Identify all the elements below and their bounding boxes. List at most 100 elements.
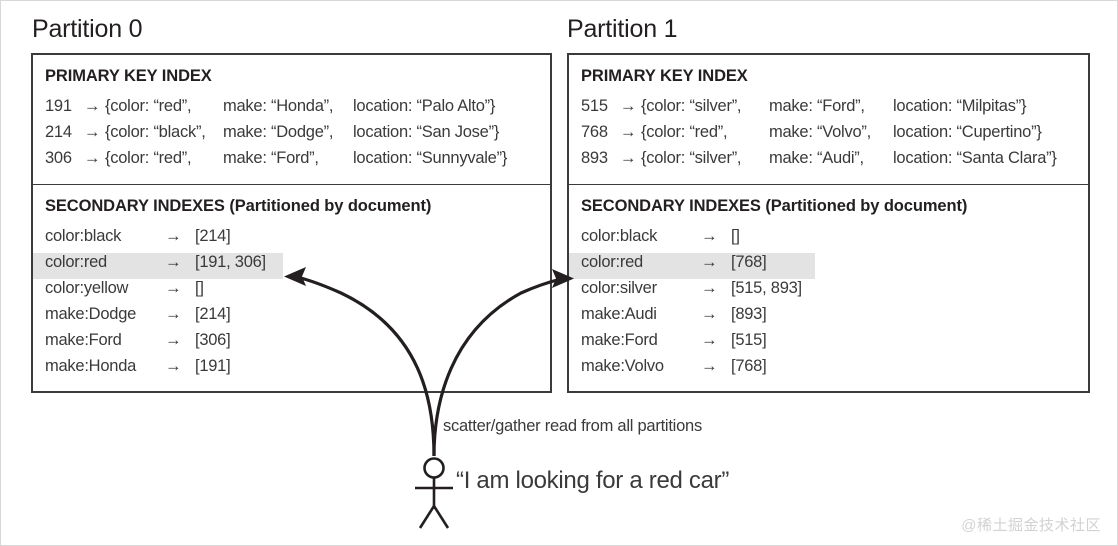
arrow-icon: → [701, 253, 718, 271]
secondary-index-heading: SECONDARY INDEXES (Partitioned by docume… [581, 197, 968, 215]
list-item-highlighted: color:red → [191, 306] [33, 253, 283, 279]
partition-0-secondary-index: SECONDARY INDEXES (Partitioned by docume… [33, 185, 550, 391]
pk-location-field: location: “San Jose”} [353, 123, 500, 141]
stick-figure-leg-left [418, 505, 436, 529]
arrow-icon: → [701, 357, 718, 375]
pk-key: 515 [581, 97, 608, 115]
partition-0-title: Partition 0 [32, 15, 143, 43]
arrow-icon: → [701, 331, 718, 349]
posting-list: [214] [195, 227, 231, 245]
secondary-index-rows: color:black → [214] color:red → [191, 30… [33, 227, 550, 383]
pk-color-field: {color: “red”, [641, 123, 728, 141]
index-term: color:black [45, 227, 122, 245]
posting-list: [515] [731, 331, 767, 349]
posting-list: [515, 893] [731, 279, 802, 297]
arrow-icon: → [701, 305, 718, 323]
index-term: make:Honda [45, 357, 137, 375]
list-item: color:yellow → [] [33, 279, 283, 305]
partition-1-title: Partition 1 [567, 15, 678, 43]
index-term: make:Dodge [45, 305, 137, 323]
index-term: make:Ford [581, 331, 658, 349]
partition-1-primary-index: PRIMARY KEY INDEX 515 → {color: “silver”… [569, 55, 1088, 185]
partition-0-box: PRIMARY KEY INDEX 191 → {color: “red”, m… [31, 53, 552, 393]
arrow-icon: → [165, 305, 182, 323]
arrow-icon: → [83, 123, 101, 141]
pk-key: 893 [581, 149, 608, 167]
arrow-icon: → [619, 123, 637, 141]
table-row: 214 → {color: “black”, make: “Dodge”, lo… [45, 123, 507, 149]
table-row: 893 → {color: “silver”, make: “Audi”, lo… [581, 149, 1057, 175]
arrow-icon: → [165, 357, 182, 375]
pk-color-field: {color: “silver”, [641, 97, 742, 115]
pk-make-field: make: “Ford”, [223, 149, 319, 167]
primary-index-heading: PRIMARY KEY INDEX [45, 67, 212, 85]
posting-list: [191, 306] [195, 253, 266, 271]
list-item-highlighted: color:red → [768] [569, 253, 815, 279]
posting-list: [191] [195, 357, 231, 375]
pk-make-field: make: “Honda”, [223, 97, 334, 115]
index-term: make:Audi [581, 305, 657, 323]
arrow-icon: → [619, 149, 637, 167]
partition-1-box: PRIMARY KEY INDEX 515 → {color: “silver”… [567, 53, 1090, 393]
posting-list: [] [195, 279, 204, 297]
pk-location-field: location: “Sunnyvale”} [353, 149, 508, 167]
arrow-icon: → [165, 279, 182, 297]
pk-make-field: make: “Audi”, [769, 149, 864, 167]
posting-list: [893] [731, 305, 767, 323]
list-item: make:Ford → [306] [33, 331, 283, 357]
arrow-icon: → [165, 331, 182, 349]
list-item: color:black → [] [569, 227, 815, 253]
watermark: @稀土掘金技术社区 [961, 517, 1101, 534]
posting-list: [214] [195, 305, 231, 323]
primary-index-rows: 515 → {color: “silver”, make: “Ford”, lo… [581, 97, 1057, 175]
pk-make-field: make: “Volvo”, [769, 123, 871, 141]
pk-make-field: make: “Dodge”, [223, 123, 334, 141]
partition-1-secondary-index: SECONDARY INDEXES (Partitioned by docume… [569, 185, 1088, 391]
arrow-icon: → [83, 149, 101, 167]
index-term: make:Ford [45, 331, 122, 349]
pk-key: 306 [45, 149, 72, 167]
index-term: color:silver [581, 279, 657, 297]
list-item: make:Ford → [515] [569, 331, 815, 357]
table-row: 515 → {color: “silver”, make: “Ford”, lo… [581, 97, 1057, 123]
secondary-index-rows: color:black → [] color:red → [768] color… [569, 227, 1088, 383]
index-term: make:Volvo [581, 357, 664, 375]
index-term: color:red [45, 253, 107, 271]
arrow-icon: → [165, 253, 182, 271]
list-item: make:Dodge → [214] [33, 305, 283, 331]
posting-list: [306] [195, 331, 231, 349]
table-row: 191 → {color: “red”, make: “Honda”, loca… [45, 97, 507, 123]
pk-location-field: location: “Palo Alto”} [353, 97, 496, 115]
table-row: 768 → {color: “red”, make: “Volvo”, loca… [581, 123, 1057, 149]
list-item: make:Audi → [893] [569, 305, 815, 331]
pk-key: 191 [45, 97, 72, 115]
arrow-icon: → [619, 97, 637, 115]
arrow-icon: → [165, 227, 182, 245]
table-row: 306 → {color: “red”, make: “Ford”, locat… [45, 149, 507, 175]
user-quote-label: “I am looking for a red car” [456, 467, 730, 494]
primary-index-rows: 191 → {color: “red”, make: “Honda”, loca… [45, 97, 507, 175]
pk-key: 768 [581, 123, 608, 141]
arrow-icon: → [701, 227, 718, 245]
index-term: color:black [581, 227, 658, 245]
pk-color-field: {color: “silver”, [641, 149, 742, 167]
list-item: color:silver → [515, 893] [569, 279, 815, 305]
pk-make-field: make: “Ford”, [769, 97, 865, 115]
scatter-gather-label: scatter/gather read from all partitions [443, 417, 702, 435]
pk-key: 214 [45, 123, 72, 141]
pk-location-field: location: “Cupertino”} [893, 123, 1042, 141]
posting-list: [768] [731, 357, 767, 375]
pk-location-field: location: “Santa Clara”} [893, 149, 1057, 167]
pk-color-field: {color: “red”, [105, 149, 192, 167]
posting-list: [768] [731, 253, 767, 271]
partition-0-primary-index: PRIMARY KEY INDEX 191 → {color: “red”, m… [33, 55, 550, 185]
posting-list: [] [731, 227, 740, 245]
pk-color-field: {color: “black”, [105, 123, 206, 141]
arrow-icon: → [83, 97, 101, 115]
primary-index-heading: PRIMARY KEY INDEX [581, 67, 748, 85]
stick-figure-leg-right [432, 505, 450, 529]
list-item: color:black → [214] [33, 227, 283, 253]
pk-color-field: {color: “red”, [105, 97, 192, 115]
secondary-index-heading: SECONDARY INDEXES (Partitioned by docume… [45, 197, 432, 215]
stick-figure-head-icon [423, 457, 445, 479]
